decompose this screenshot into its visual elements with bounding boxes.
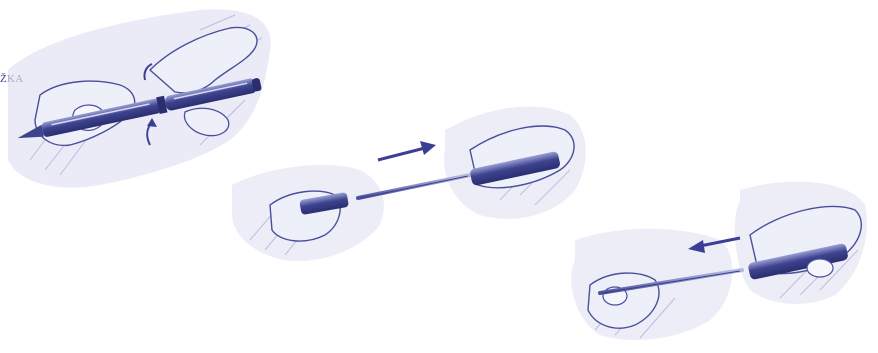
arrow-right-icon xyxy=(378,141,436,160)
step-1-panel xyxy=(8,9,271,187)
step-3-panel xyxy=(571,182,867,340)
step-2-panel xyxy=(232,107,586,261)
